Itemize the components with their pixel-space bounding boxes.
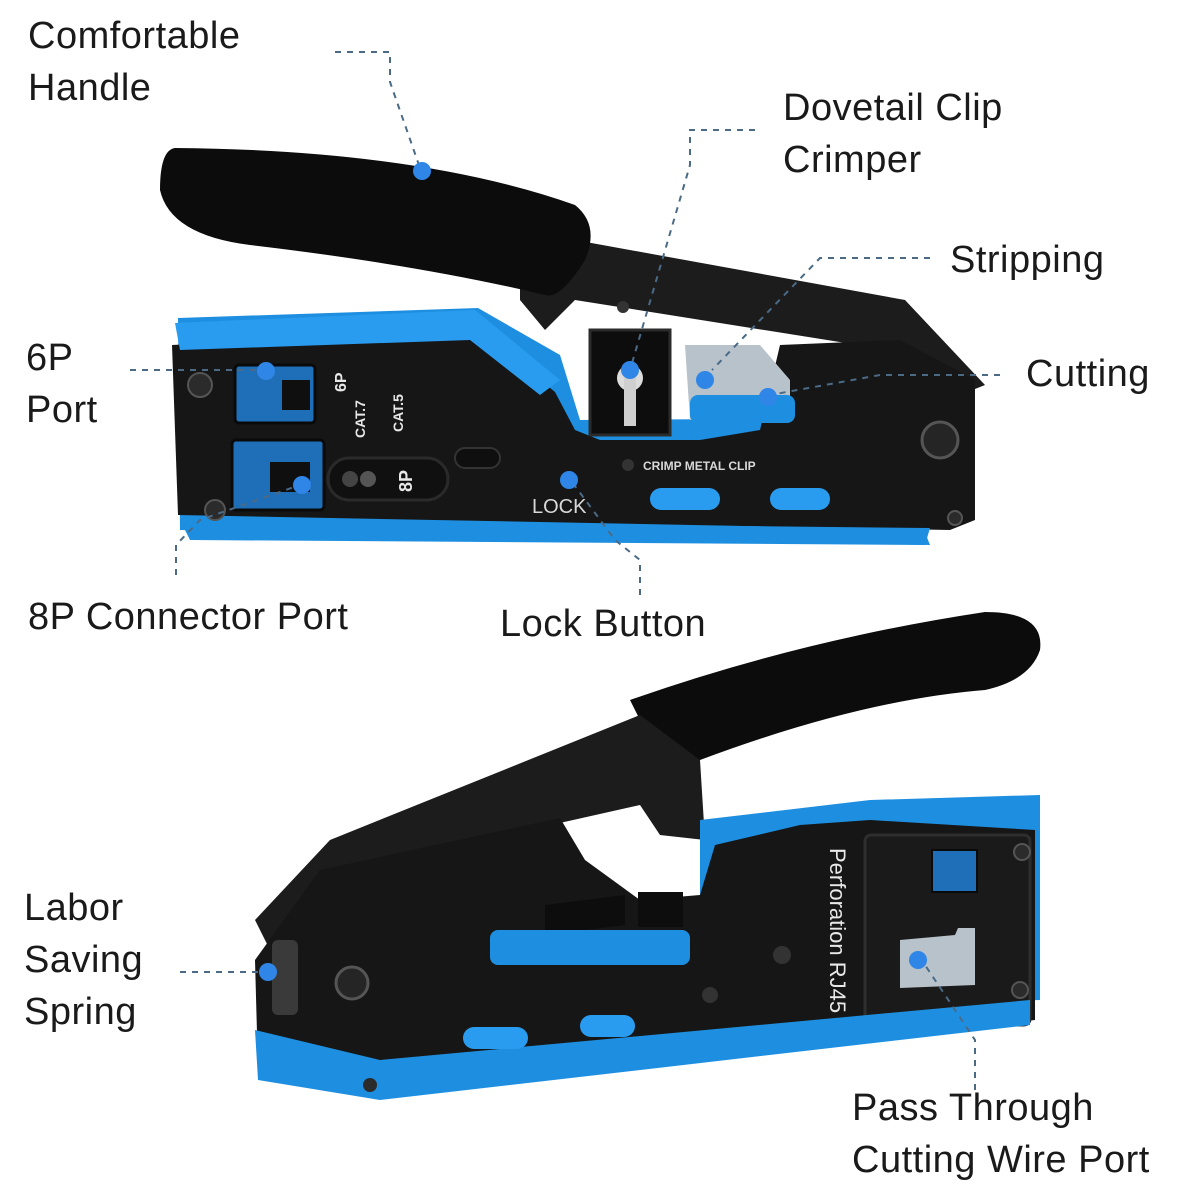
dovetail-clip-crimper-marker (621, 361, 639, 379)
label-dovetail-clip-crimper: Dovetail Clip Crimper (783, 82, 1003, 186)
comfortable-handle-grip (160, 148, 591, 296)
label-lock-button: Lock Button (500, 598, 706, 650)
label-line: Port (26, 389, 98, 431)
label-line: Comfortable (28, 15, 241, 57)
comfortable-handle-marker (413, 162, 431, 180)
label-line: 6P (26, 337, 74, 379)
perforation-rj45-print: Perforation RJ45 (825, 848, 850, 1014)
label-line: Saving (24, 939, 144, 981)
leader-lines (130, 51, 1000, 1090)
label-line: Labor (24, 887, 124, 929)
lock-print: LOCK (532, 496, 587, 518)
lock-button-marker (560, 471, 578, 489)
label-pass-through-cutting-wire-port: Pass Through Cutting Wire Port (852, 1082, 1150, 1186)
bottom-handle-grip (630, 612, 1041, 763)
eight-p-print: 8P (396, 469, 416, 492)
crimp-metal-clip-print: CRIMP METAL CLIP (643, 459, 756, 473)
labor-saving-spring-marker (259, 963, 277, 981)
pass-through-port-marker (909, 951, 927, 969)
eight-p-port-marker (293, 476, 311, 494)
label-six-p-port: 6P Port (26, 332, 98, 436)
six-p-port-marker (257, 362, 275, 380)
six-p-print: 6P (333, 372, 350, 392)
label-line: Lock Button (500, 603, 707, 645)
label-line: Cutting (1026, 353, 1150, 395)
stripping-marker (696, 371, 714, 389)
label-comfortable-handle: Comfortable Handle (28, 10, 240, 114)
cutting-marker (759, 388, 777, 406)
label-cutting: Cutting (1026, 348, 1150, 400)
label-line: Cutting Wire Port (852, 1139, 1150, 1181)
bottom-crimper-tool (255, 612, 1041, 1100)
label-eight-p-connector-port: 8P Connector Port (28, 591, 348, 643)
label-stripping: Stripping (950, 234, 1104, 286)
label-line: Pass Through (852, 1087, 1094, 1129)
label-line: Spring (24, 991, 137, 1033)
cat7-print: CAT.7 (352, 400, 368, 438)
label-line: Handle (28, 67, 152, 109)
cat5-print: CAT.5 (390, 394, 406, 432)
label-line: Crimper (783, 139, 922, 181)
label-line: 8P Connector Port (28, 596, 349, 638)
label-line: Stripping (950, 239, 1105, 281)
label-line: Dovetail Clip (783, 87, 1003, 129)
label-labor-saving-spring: Labor Saving Spring (24, 882, 143, 1038)
